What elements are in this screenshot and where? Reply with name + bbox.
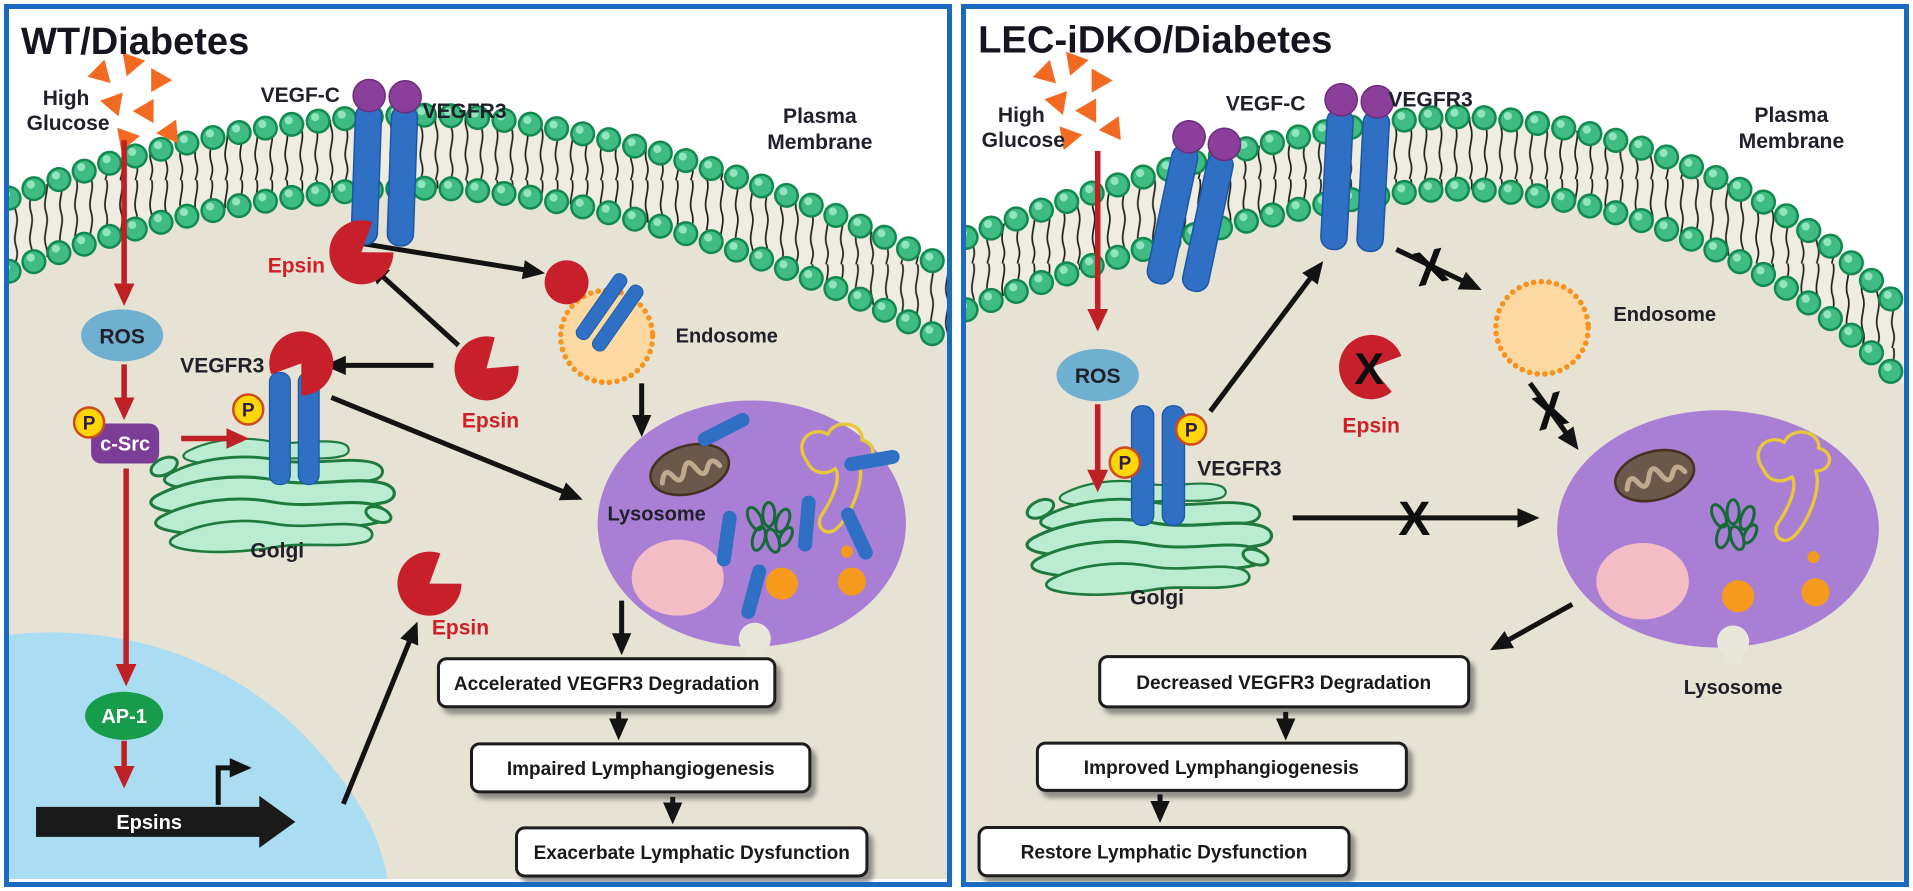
c-src-box: c-Src P xyxy=(72,406,160,464)
transcription-arrow-icon xyxy=(215,758,252,805)
flow-box-label: Improved Lymphangiogenesis xyxy=(1084,758,1359,779)
vegf-c-ligand xyxy=(351,78,423,115)
lysosome-notch xyxy=(738,622,771,661)
phospho-label: P xyxy=(1118,454,1131,475)
trafficking-arrows xyxy=(323,239,652,805)
endosome-label: Endosome xyxy=(676,325,778,347)
phospho-badge xyxy=(1174,413,1208,446)
vegfr3-label: VEGFR3 xyxy=(1388,89,1472,112)
lysosome-label: Lysosome xyxy=(608,504,706,526)
lysosome-label: Lysosome xyxy=(1684,677,1783,699)
panel-lec-idko-diabetes: ROS P P xyxy=(961,4,1909,887)
ros-oval: ROS xyxy=(81,309,164,362)
ros-label: ROS xyxy=(99,325,145,348)
flow-box xyxy=(977,826,1351,878)
lysosome-notch xyxy=(1717,625,1750,664)
phospho-badge xyxy=(72,406,106,439)
panel-wt-diabetes: ROS c-Src P AP-1 Epsins xyxy=(4,4,952,887)
epsin-knockout: X xyxy=(1331,327,1405,405)
phospho-badge xyxy=(1108,446,1142,479)
lipid-bead-rows xyxy=(9,102,947,354)
lysosome-vacuole xyxy=(1596,543,1689,620)
x-mark: X xyxy=(1398,492,1430,546)
epsin-label: Epsin xyxy=(462,409,519,432)
vegf-c-ligand xyxy=(1323,82,1395,120)
epsin-label: Epsin xyxy=(268,254,325,277)
flow-box xyxy=(515,826,869,878)
degraded-particles xyxy=(1722,551,1830,613)
ap1-label: AP-1 xyxy=(101,706,147,728)
plasma-membrane xyxy=(966,104,1904,398)
phospho-label: P xyxy=(83,413,96,434)
outcome-flow: Decreased VEGFR3 Degradation Improved Ly… xyxy=(977,655,1471,878)
plasma-membrane-label: Membrane xyxy=(767,131,872,154)
epsin-label: Epsin xyxy=(432,617,489,640)
c-src-label: c-Src xyxy=(100,434,150,456)
high-glucose-label: Glucose xyxy=(27,112,110,135)
endosome xyxy=(1493,278,1592,377)
high-glucose-label: Glucose xyxy=(982,129,1066,152)
lysosome: Lysosome xyxy=(597,400,906,661)
vegfr3-golgi-label: VEGFR3 xyxy=(1197,458,1281,481)
wt-diagram: ROS c-Src P AP-1 Epsins xyxy=(9,21,947,879)
phospho-label: P xyxy=(1185,420,1198,441)
flow-box-label: Exacerbate Lymphatic Dysfunction xyxy=(534,843,850,864)
vegfr3-receptor-golgi: P xyxy=(231,371,320,486)
flow-box-label: Decreased VEGFR3 Degradation xyxy=(1136,673,1431,694)
flow-box-label: Restore Lymphatic Dysfunction xyxy=(1021,843,1308,864)
epsins-gene-arrow: Epsins xyxy=(36,758,296,848)
x-mark: X xyxy=(1354,345,1384,394)
ros-label: ROS xyxy=(1075,365,1121,388)
flow-box xyxy=(1035,741,1408,792)
lysosome-vacuole xyxy=(631,539,724,616)
panel-title: LEC-iDKO/Diabetes xyxy=(978,18,1332,61)
flow-box xyxy=(1098,655,1471,709)
flow-box xyxy=(436,657,777,709)
lipid-bead-rows xyxy=(966,104,1904,398)
plasma-membrane xyxy=(9,102,947,354)
vegfr3-fragments xyxy=(698,412,900,619)
vegfr3-label: VEGFR3 xyxy=(422,100,506,123)
epsin-on-endosome xyxy=(544,260,589,305)
phospho-badge xyxy=(231,393,265,426)
vegfr3-golgi-label: VEGFR3 xyxy=(180,354,264,377)
high-glucose-label: High xyxy=(43,87,90,110)
outcome-flow: Accelerated VEGFR3 Degradation Impaired … xyxy=(436,600,869,878)
degraded-particles xyxy=(765,545,866,600)
flow-box xyxy=(469,742,812,794)
vegf-c-label: VEGF-C xyxy=(1226,93,1306,116)
epsin-label: Epsin xyxy=(1342,414,1399,437)
endosome xyxy=(544,260,656,386)
vegf-c-label: VEGF-C xyxy=(261,84,340,107)
high-glucose-label: High xyxy=(998,104,1045,127)
red-signal-arrows xyxy=(113,140,249,789)
glucose-triangles xyxy=(87,52,179,152)
lec-idko-diagram: ROS P P xyxy=(966,18,1904,881)
plasma-membrane-label: Plasma xyxy=(783,105,857,128)
plasma-membrane-label: Plasma xyxy=(1754,104,1828,127)
golgi-label: Golgi xyxy=(1130,586,1184,609)
lysosome xyxy=(1557,410,1879,664)
endosome-label: Endosome xyxy=(1613,304,1716,326)
ros-oval: ROS xyxy=(1056,348,1139,402)
vegfr3-receptor-golgi: P P xyxy=(1108,405,1208,527)
panel-title: WT/Diabetes xyxy=(21,21,249,63)
flow-box-label: Impaired Lymphangiogenesis xyxy=(507,759,775,780)
flow-box-label: Accelerated VEGFR3 Degradation xyxy=(454,674,759,695)
trafficking-arrows xyxy=(1208,247,1579,651)
plasma-membrane-label: Membrane xyxy=(1739,130,1845,153)
phospho-label: P xyxy=(242,400,255,421)
epsins-gene-label: Epsins xyxy=(116,812,182,834)
ap1-oval: AP-1 xyxy=(85,691,164,740)
golgi-label: Golgi xyxy=(250,540,304,563)
